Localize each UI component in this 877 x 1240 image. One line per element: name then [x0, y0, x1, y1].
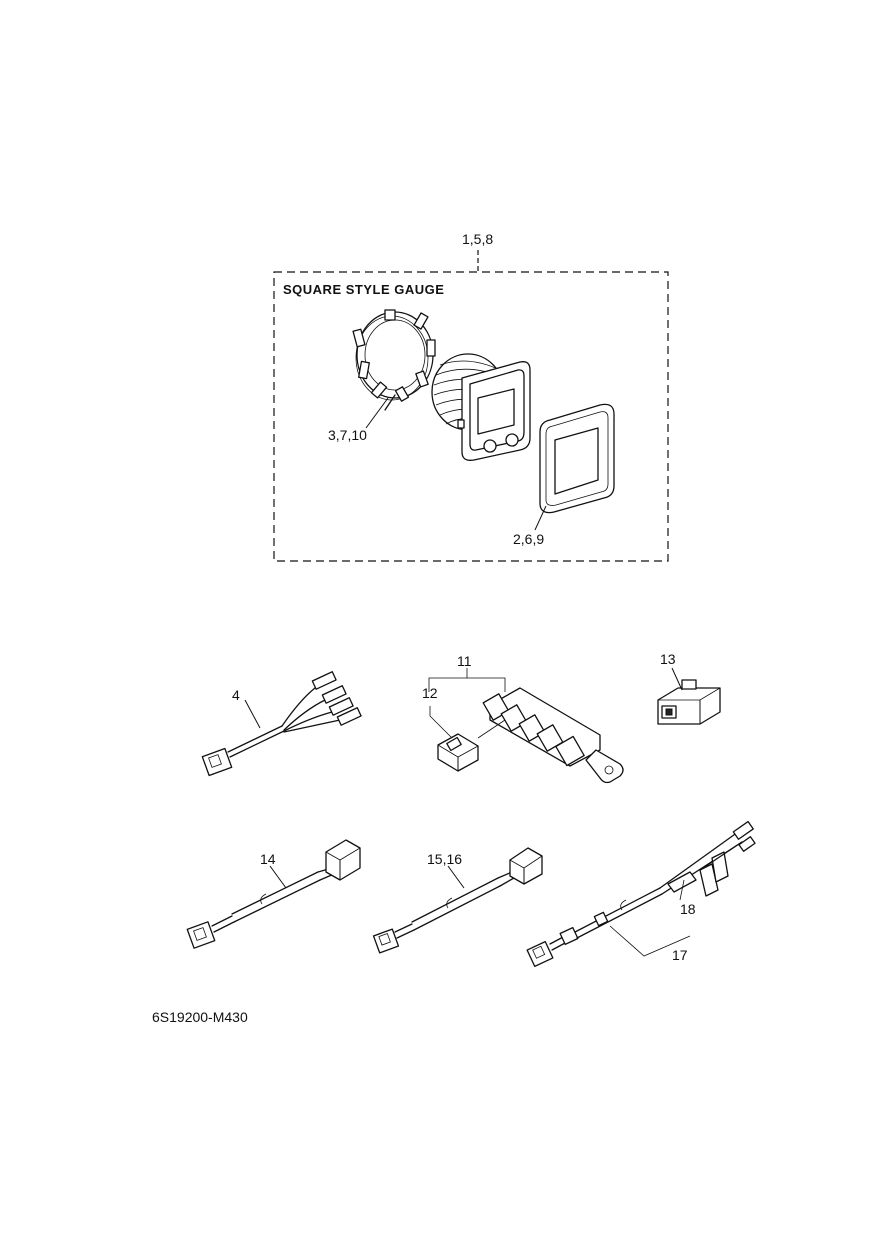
leader-12 [429, 706, 453, 739]
harness-4 [201, 671, 362, 777]
callout-12: 12 [422, 685, 438, 701]
harness-14 [186, 839, 361, 949]
harness-17-18 [526, 820, 756, 968]
leader-18 [679, 879, 685, 901]
callout-bezel: 2,6,9 [513, 531, 545, 547]
gauge-bezel [539, 403, 615, 514]
connector-12 [437, 733, 479, 772]
leader-12b [477, 719, 506, 739]
leader-17 [609, 925, 691, 957]
connector-13 [657, 679, 721, 725]
harness-15-16 [372, 847, 543, 954]
leader-ring [365, 397, 389, 429]
drawing-code: 6S19200-M430 [152, 1009, 248, 1025]
callout-retaining-ring: 3,7,10 [328, 427, 367, 443]
gauge-kit-group-box [273, 250, 669, 562]
gauge-body [431, 353, 531, 461]
leader-15-16 [447, 865, 465, 889]
junction-block-11 [482, 687, 624, 784]
callout-18: 18 [680, 901, 696, 917]
leader-14 [269, 865, 287, 889]
leader-11 [428, 677, 506, 692]
callout-15-16: 15,16 [427, 851, 463, 867]
callout-17: 17 [672, 947, 688, 963]
retaining-ring [352, 309, 436, 411]
group-title: SQUARE STYLE GAUGE [283, 282, 445, 297]
callout-11: 11 [457, 653, 472, 669]
leader-bezel [534, 505, 547, 531]
callout-13: 13 [660, 651, 676, 667]
callout-14: 14 [260, 851, 276, 867]
callout-4: 4 [232, 687, 240, 703]
leader-4 [244, 699, 261, 729]
leader-13 [671, 667, 683, 691]
group-ref-callout: 1,5,8 [462, 231, 494, 247]
